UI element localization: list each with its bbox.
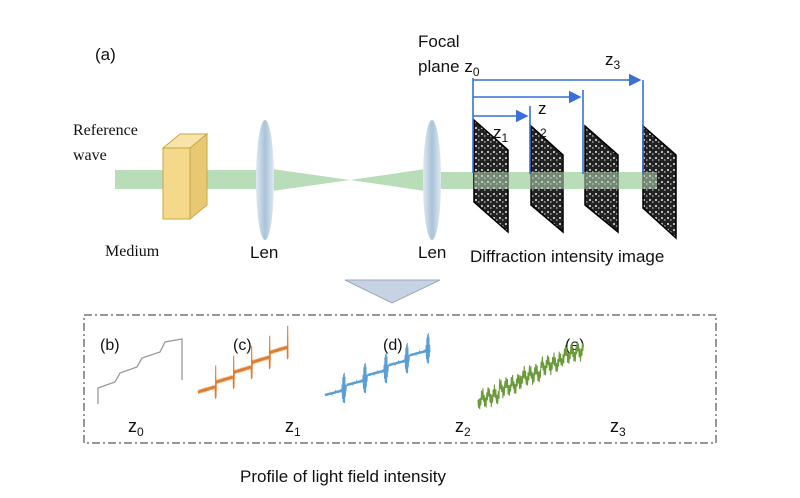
- profile-label: (d): [383, 337, 403, 354]
- lens-1: [256, 120, 274, 240]
- profile-label: (c): [233, 337, 252, 354]
- down-triangle-icon: [344, 279, 441, 304]
- reference-label-1: Reference: [73, 122, 138, 139]
- intensity-profile-curve: [477, 341, 584, 410]
- medium-block: [161, 132, 209, 221]
- lens-2: [423, 120, 441, 240]
- plane-label: plane z0: [418, 57, 480, 79]
- caption: Profile of light field intensity: [240, 467, 446, 486]
- z1-label: z1: [493, 123, 509, 145]
- profile-z-label: z3: [610, 416, 626, 439]
- profile-label: (b): [100, 337, 120, 354]
- medium-label: Medium: [105, 243, 160, 260]
- profiles-box: [83, 314, 717, 444]
- panel-a-label: (a): [95, 45, 116, 64]
- intensity-profile-curve: [97, 338, 183, 404]
- z3-label: z3: [605, 50, 621, 72]
- z2-sub: 2: [540, 126, 547, 140]
- distance-arrows: [472, 73, 644, 174]
- profile-z-label: z1: [285, 416, 301, 439]
- profile-z-label: z2: [455, 416, 471, 439]
- reference-label-2: wave: [73, 147, 107, 164]
- profile-z-label: z0: [128, 416, 144, 439]
- lens2-label: Len: [418, 243, 446, 262]
- focal-label: Focal: [418, 32, 460, 51]
- lens1-label: Len: [250, 243, 278, 262]
- intensity-profile-curve: [197, 325, 289, 399]
- profiles: (b)z0(c)z1(d)z2(e)z3: [97, 325, 626, 439]
- diffraction-label: Diffraction intensity image: [470, 247, 664, 266]
- intensity-profile-curve: [324, 333, 431, 404]
- z2-label: z: [538, 99, 547, 118]
